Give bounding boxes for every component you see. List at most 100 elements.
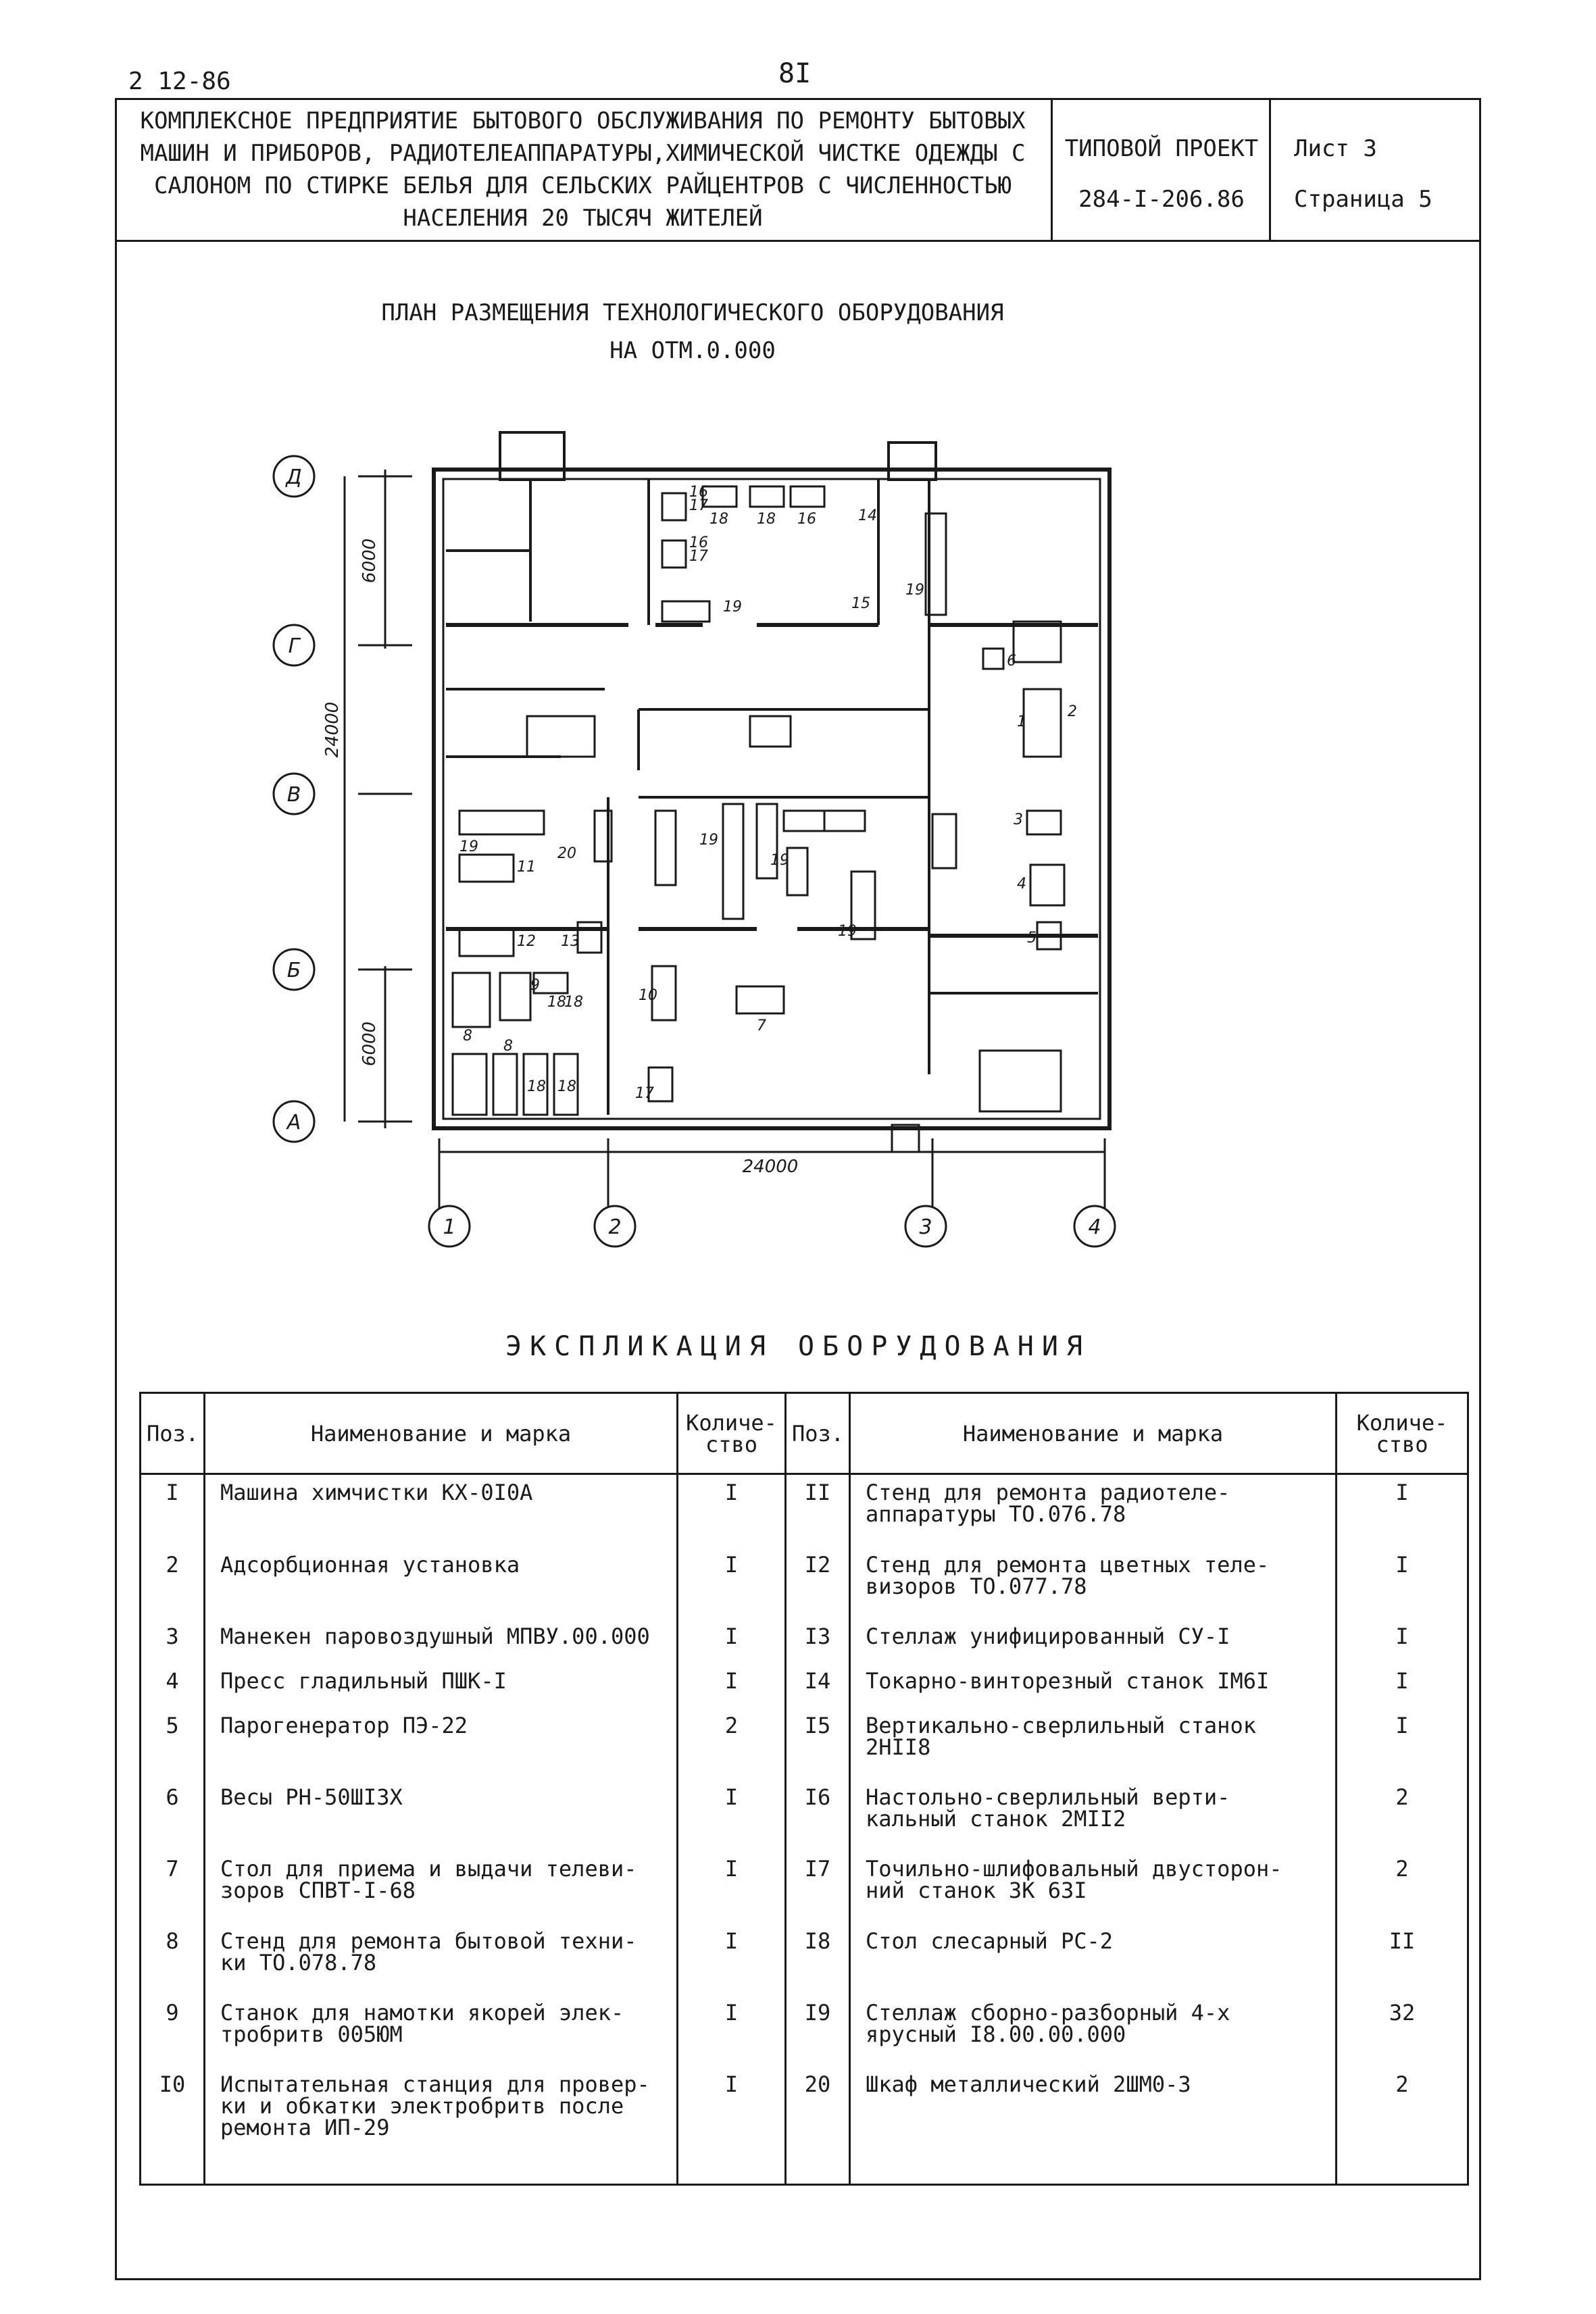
empty-cell — [849, 2166, 1337, 2186]
qty-cell: 2 — [676, 1707, 787, 1780]
header-pos: Поз. — [784, 1392, 851, 1475]
table-row: 7 Стол для приема и выдачи телеви- зоров… — [139, 1851, 1469, 1923]
name-cell: Стенд для ремонта радиотеле- аппаратуры … — [849, 1474, 1337, 1547]
pos-cell: 20 — [784, 2067, 851, 2167]
empty-cell — [784, 2166, 851, 2186]
qty-cell: I — [1335, 1707, 1469, 1780]
pos-cell: I4 — [784, 1663, 851, 1708]
name-cell: Парогенератор ПЭ-22 — [203, 1707, 678, 1780]
name-cell: Шкаф металлический 2ШМ0-3 — [849, 2067, 1337, 2167]
equipment-label: 11 — [517, 859, 536, 876]
project-title-line: САЛОНОМ ПО СТИРКЕ БЕЛЬЯ ДЛЯ СЕЛЬСКИХ РАЙ… — [153, 172, 1012, 199]
pos-cell: II — [784, 1474, 851, 1547]
plan-title-line: ПЛАН РАЗМЕЩЕНИЯ ТЕХНОЛОГИЧЕСКОГО ОБОРУДО… — [381, 299, 1004, 326]
name-cell: Настольно-сверлильный верти- кальный ста… — [849, 1780, 1337, 1852]
pos-cell: 4 — [139, 1663, 205, 1708]
name-cell: Испытательная станция для провер- ки и о… — [203, 2067, 678, 2167]
empty-cell — [676, 2166, 787, 2186]
pos-cell: I8 — [784, 1923, 851, 1996]
name-cell: Точильно-шлифовальный двусторон- ний ста… — [849, 1851, 1337, 1923]
table-row: I Машина химчистки КХ-0I0А I II Стенд дл… — [139, 1474, 1469, 1547]
qty-cell: I — [676, 1546, 787, 1619]
qty-cell: I — [676, 2067, 787, 2167]
title-block-divider — [1051, 98, 1053, 242]
pos-cell: 2 — [139, 1546, 205, 1619]
qty-cell: I — [1335, 1663, 1469, 1708]
equipment-label: 18 — [557, 1078, 576, 1095]
equipment-label: 18 — [564, 994, 583, 1011]
axis-label: 4 — [1088, 1215, 1101, 1239]
header-name: Наименование и марка — [849, 1392, 1337, 1475]
equipment-label: 19 — [905, 582, 924, 599]
table-row: 6 Весы РН-50ШI3Х I I6 Настольно-сверлиль… — [139, 1780, 1469, 1852]
equipment-label: 19 — [723, 599, 742, 615]
name-cell: Адсорбционная установка — [203, 1546, 678, 1619]
pos-cell: I9 — [784, 1995, 851, 2067]
type-project-number: 284-I-206.86 — [1078, 186, 1245, 213]
pos-cell: I3 — [784, 1619, 851, 1663]
name-cell: Вертикально-сверлильный станок 2НII8 — [849, 1707, 1337, 1780]
pos-cell: I5 — [784, 1707, 851, 1780]
equipment-label: 8 — [463, 1028, 472, 1045]
name-cell: Токарно-винторезный станок IМ6I — [849, 1663, 1337, 1708]
header-qty: Количе- ство — [676, 1392, 787, 1475]
equipment-label: 5 — [1027, 930, 1037, 947]
equipment-label: 3 — [1014, 811, 1023, 828]
qty-cell: 2 — [1335, 2067, 1469, 2167]
equipment-label: 18 — [757, 511, 776, 528]
explication-title: ЭКСПЛИКАЦИЯ ОБОРУДОВАНИЯ — [505, 1331, 1091, 1362]
explication-table: Поз. Наименование и марка Количе- ство П… — [139, 1392, 1469, 2186]
equipment-label: 15 — [851, 595, 870, 612]
axis-label: Б — [287, 959, 301, 982]
equipment-label: 1 — [1017, 713, 1026, 730]
equipment-label: 18 — [547, 994, 566, 1011]
qty-cell: I — [676, 1851, 787, 1923]
dimension-label: 24000 — [743, 1157, 799, 1177]
pos-cell: 7 — [139, 1851, 205, 1923]
equipment-label: 4 — [1017, 876, 1026, 892]
name-cell: Пресс гладильный ПШК-I — [203, 1663, 678, 1708]
qty-cell: I — [676, 1619, 787, 1663]
pos-cell: I — [139, 1474, 205, 1547]
name-cell: Стенд для ремонта цветных теле- визоров … — [849, 1546, 1337, 1619]
table-row: 3 Манекен паровоздушный МПВУ.00.000 I I3… — [139, 1619, 1469, 1663]
qty-cell: 2 — [1335, 1851, 1469, 1923]
equipment-label: 6 — [1007, 653, 1016, 670]
name-cell: Стенд для ремонта бытовой техни- ки ТО.0… — [203, 1923, 678, 1996]
qty-cell: I — [676, 1663, 787, 1708]
equipment-label: 19 — [699, 832, 718, 849]
equipment-label: 18 — [709, 511, 728, 528]
plan-title: ПЛАН РАЗМЕЩЕНИЯ ТЕХНОЛОГИЧЕСКОГО ОБОРУДО… — [270, 294, 1115, 370]
table-row: 8 Стенд для ремонта бытовой техни- ки ТО… — [139, 1923, 1469, 1996]
equipment-label: 9 — [530, 977, 540, 994]
empty-cell — [1335, 2166, 1469, 2186]
empty-cell — [139, 2166, 205, 2186]
pos-cell: I0 — [139, 2067, 205, 2167]
header-name: Наименование и марка — [203, 1392, 678, 1475]
equipment-label: 14 — [858, 507, 877, 524]
project-title-line: НАСЕЛЕНИЯ 20 ТЫСЯЧ ЖИТЕЛЕЙ — [403, 205, 763, 232]
axis-label: Г — [289, 634, 301, 658]
document-code: 2 12-86 — [128, 68, 231, 95]
name-cell: Стол слесарный РС-2 — [849, 1923, 1337, 1996]
header-qty: Количе- ство — [1335, 1392, 1469, 1475]
header-pos: Поз. — [139, 1392, 205, 1475]
equipment-label: 8 — [503, 1038, 513, 1055]
equipment-label: 7 — [757, 1017, 766, 1034]
equipment-label: 13 — [561, 933, 580, 950]
pos-cell: 9 — [139, 1995, 205, 2067]
equipment-label: 17 — [689, 548, 708, 565]
table-row: 2 Адсорбционная установка I I2 Стенд для… — [139, 1546, 1469, 1619]
qty-cell: I — [1335, 1474, 1469, 1547]
dimension-label: 24000 — [322, 702, 343, 758]
equipment-label: 2 — [1068, 703, 1077, 720]
qty-cell: I — [676, 1923, 787, 1996]
qty-cell: II — [1335, 1923, 1469, 1996]
axis-label: В — [287, 783, 301, 807]
plan-title-line: НА ОТМ.0.000 — [609, 337, 776, 364]
equipment-label: 19 — [770, 852, 789, 869]
pos-cell: 8 — [139, 1923, 205, 1996]
project-title: КОМПЛЕКСНОЕ ПРЕДПРИЯТИЕ БЫТОВОГО ОБСЛУЖИ… — [128, 105, 1037, 234]
axis-label: 3 — [919, 1215, 932, 1239]
axis-label: 2 — [608, 1215, 621, 1239]
